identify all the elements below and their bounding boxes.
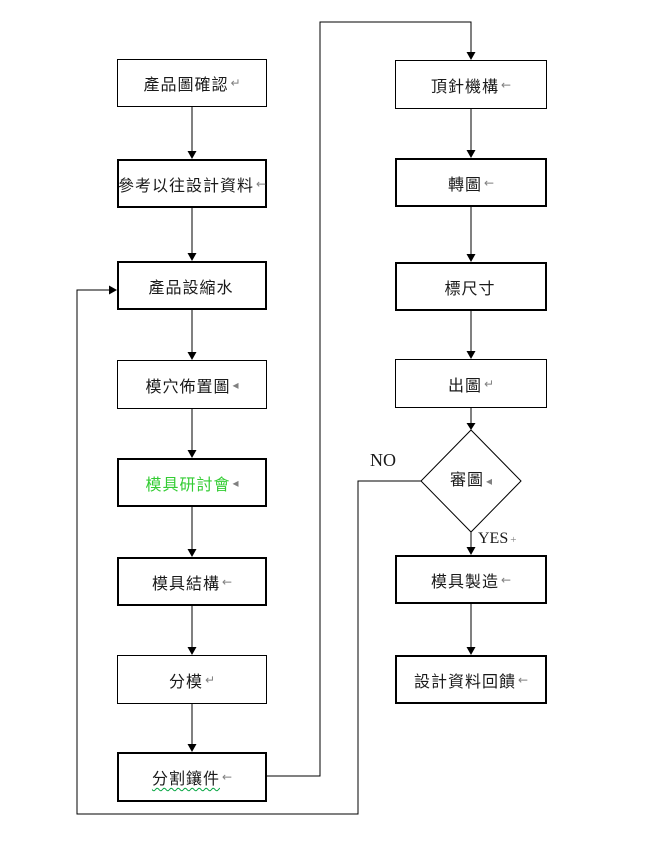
branch-label-yes: YES+: [478, 530, 516, 548]
format-mark-icon: ↵: [230, 76, 241, 90]
format-mark-icon: ←: [221, 574, 233, 589]
node-mold-review-meeting: 模具研討會◂: [117, 458, 267, 507]
node-label: 模具結構: [151, 573, 220, 593]
connector-no-feedback: [76, 289, 421, 815]
format-mark-icon: ◂: [232, 475, 239, 490]
node-label: 模具製造: [430, 571, 499, 591]
node-product-drawing-confirmation: 產品圖確認↵: [117, 59, 267, 107]
node-parting: 分模↵: [117, 655, 267, 704]
node-label: 審圖: [449, 470, 484, 489]
arrowhead: [466, 647, 476, 655]
format-mark-icon: ←: [517, 672, 529, 687]
node-label: 分模: [168, 671, 203, 691]
node-cavity-layout-drawing: 模穴佈置圖◂: [117, 360, 267, 409]
arrowhead: [187, 549, 197, 557]
branch-label-no: NO: [370, 450, 396, 471]
node-convert-drawing: 轉圖←: [395, 158, 547, 207]
arrowhead: [466, 351, 476, 359]
node-mold-structure: 模具結構←: [117, 557, 267, 606]
decision-drawing-review: 審圖◂: [421, 466, 521, 490]
arrowhead: [187, 647, 197, 655]
arrowhead: [187, 744, 197, 752]
node-label: 頂針機構: [430, 76, 499, 96]
format-mark-icon: ↵: [483, 376, 495, 391]
format-mark-icon: ↵: [204, 672, 216, 687]
node-output-drawing: 出圖↵: [395, 359, 547, 408]
decision-diamond-shape: [420, 429, 522, 533]
node-label: 標尺寸: [444, 278, 496, 298]
node-dimensioning: 標尺寸: [395, 262, 547, 311]
node-label: 轉圖: [447, 174, 482, 194]
node-design-data-feedback: 設計資料回饋←: [395, 655, 547, 704]
node-label: 產品設縮水: [148, 277, 234, 297]
node-product-shrinkage: 產品設縮水: [117, 261, 267, 310]
node-split-inserts: 分割鑲件←: [117, 752, 267, 802]
format-mark-icon: +: [510, 534, 517, 546]
arrowhead: [466, 423, 476, 430]
arrowhead: [187, 450, 197, 458]
arrowhead: [466, 52, 476, 60]
node-label: 出圖: [447, 375, 482, 395]
format-mark-icon: ◂: [232, 377, 239, 392]
connector-n8-to-r1: [267, 21, 472, 777]
format-mark-icon: ←: [483, 175, 495, 190]
arrowhead: [109, 285, 117, 295]
format-mark-icon: ←: [500, 77, 512, 92]
node-label: 產品圖確認: [143, 75, 229, 94]
format-mark-icon: ←: [221, 770, 233, 784]
node-label: 分割鑲件: [151, 769, 220, 788]
format-mark-icon: ◂: [485, 474, 493, 488]
no-text: NO: [370, 450, 396, 470]
node-mold-manufacturing: 模具製造←: [395, 555, 547, 604]
arrowhead: [466, 547, 476, 555]
yes-text: YES: [478, 530, 509, 547]
node-label: 模具研討會: [145, 474, 231, 494]
node-label: 設計資料回饋: [413, 671, 516, 691]
arrowhead: [466, 254, 476, 262]
arrowhead: [466, 150, 476, 158]
arrowhead: [187, 151, 197, 159]
arrowhead: [187, 253, 197, 261]
format-mark-icon: ←: [255, 176, 267, 191]
node-label: 參考以往設計資料: [117, 175, 254, 195]
arrowhead: [187, 352, 197, 360]
format-mark-icon: ←: [500, 572, 512, 587]
node-label: 模穴佈置圖: [145, 376, 231, 396]
node-reference-past-design-data: 參考以往設計資料←: [117, 159, 267, 208]
node-ejector-pin-mechanism: 頂針機構←: [395, 60, 547, 109]
